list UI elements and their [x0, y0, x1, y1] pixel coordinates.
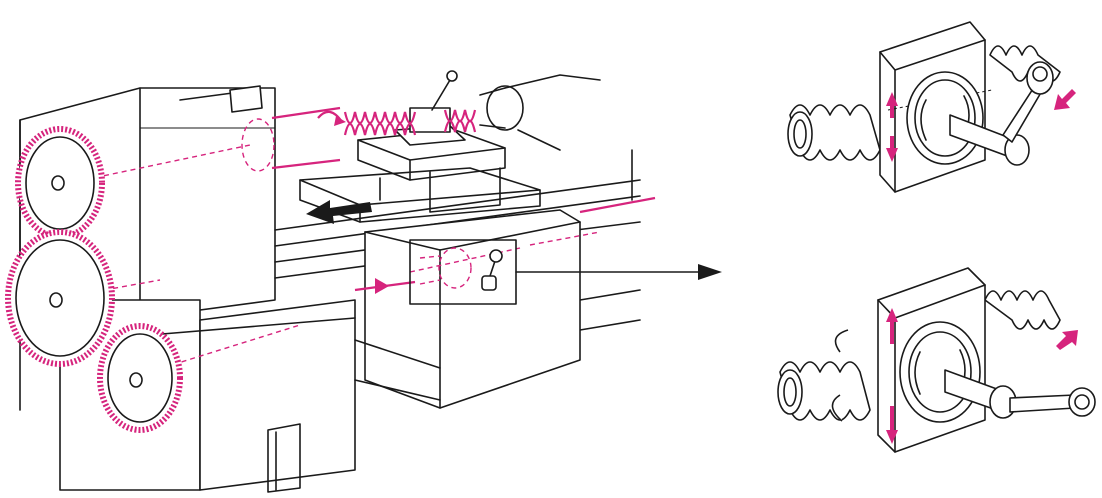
half-nut-detail-engaged	[777, 267, 1096, 453]
tailstock	[479, 74, 601, 151]
half-nut-detail-open	[787, 21, 1076, 193]
right-arrow-icon	[515, 264, 722, 280]
lathe-illustration	[5, 70, 656, 493]
left-arrow-icon	[306, 200, 372, 224]
change-gear-top	[15, 126, 105, 240]
feed-shaft	[354, 278, 416, 294]
change-gear-bottom	[97, 323, 183, 433]
lead-screw-coil	[343, 109, 477, 136]
carriage	[299, 70, 541, 223]
change-gear-middle	[5, 229, 115, 367]
spindle	[179, 85, 346, 172]
